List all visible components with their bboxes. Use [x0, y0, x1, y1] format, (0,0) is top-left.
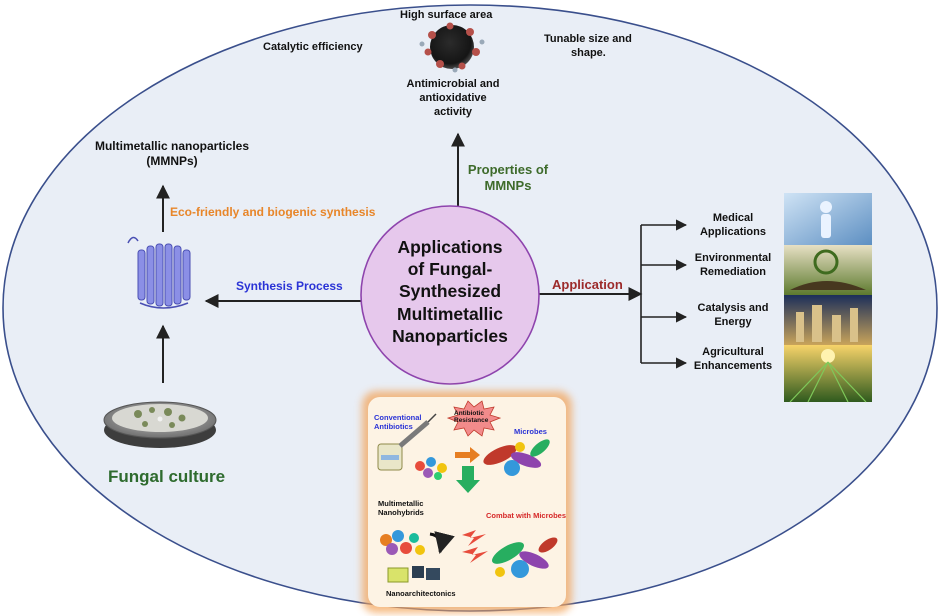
tunable-size-label: Tunable size and shape.: [544, 33, 632, 61]
nanoparticle-icon: [419, 22, 485, 73]
synthesis-process-label: Synthesis Process: [236, 279, 343, 293]
application-item-agricultural: Agricultural Enhancements: [688, 346, 778, 374]
microbes-icon-bottom: [492, 537, 558, 578]
application-item-line: Catalysis and: [697, 302, 769, 314]
orange-arrow-icon: [455, 447, 480, 463]
mmnp-line: (MMNPs): [146, 154, 198, 168]
application-item-line: Energy: [714, 315, 752, 328]
combat-label: Combat with Microbes: [486, 511, 567, 520]
lightning-icon: [462, 530, 488, 563]
nanoarchitectonics-label: Nanoarchitectonics: [386, 589, 456, 598]
antibiotic-resistance-label: Antibiotic Resistance: [454, 410, 489, 425]
antimicrobial-line: antioxidative: [419, 91, 487, 104]
center-title: Applications of Fungal- Synthesized Mult…: [362, 236, 538, 347]
properties-branch-label: Properties of MMNPs: [460, 162, 556, 195]
application-branch-label: Application: [552, 277, 623, 292]
application-bracket: [640, 219, 688, 369]
microbes-icon-top: [483, 439, 550, 476]
antimicrobial-line: Antimicrobial and: [406, 78, 500, 90]
tunable-line: Tunable size and: [544, 33, 632, 45]
mmnp-line: Multimetallic nanoparticles: [94, 139, 250, 153]
center-title-line: Nanoparticles: [392, 325, 508, 346]
inset-line: Antibiotics: [374, 421, 413, 431]
application-item-line: Environmental: [694, 252, 772, 264]
inset-line: Resistance: [454, 417, 489, 425]
nanoarchitectonics-icon: [387, 566, 440, 583]
properties-line: Properties of: [467, 162, 549, 177]
inset-line: Conventional: [374, 413, 422, 422]
nanohybrids-icon: [380, 530, 425, 555]
application-item-line: Medical: [712, 212, 754, 224]
center-title-line: Synthesized: [398, 281, 502, 302]
mmnp-label: Multimetallic nanoparticles (MMNPs): [84, 139, 260, 169]
center-circle: [360, 205, 540, 385]
curved-arrow-icon: [429, 531, 455, 555]
fungal-culture-label: Fungal culture: [108, 467, 226, 486]
catalytic-efficiency-label: Catalytic efficiency: [263, 41, 363, 53]
antimicrobial-label: Antimicrobial and antioxidative activity: [388, 78, 518, 119]
pills-icon: [415, 457, 447, 480]
application-item-environmental: Environmental Remediation: [688, 252, 778, 280]
protein-barrel-icon: [127, 236, 191, 309]
center-title-line: Applications: [397, 237, 503, 257]
application-item-line: Applications: [699, 225, 766, 238]
application-item-line: Agricultural: [702, 346, 764, 358]
high-surface-area-label: High surface area: [400, 9, 493, 21]
application-images: [784, 193, 872, 403]
tunable-line: shape.: [571, 46, 606, 59]
center-title-line: of Fungal-: [407, 259, 493, 280]
application-item-line: Remediation: [699, 265, 766, 278]
inset-line: Antibiotic: [454, 410, 484, 417]
application-item-catalysis: Catalysis and Energy: [688, 302, 778, 330]
syringe-icon: [377, 413, 437, 471]
eco-friendly-label: Eco-friendly and biogenic synthesis: [170, 205, 376, 219]
antimicrobial-line: activity: [434, 105, 472, 118]
green-arrow-icon: [456, 466, 480, 493]
properties-line: MMNPs: [484, 178, 532, 194]
conventional-antibiotics-label: Conventional Antibiotics: [374, 413, 422, 431]
center-title-line: Multimetallic: [397, 303, 503, 324]
microbes-label: Microbes: [514, 427, 547, 436]
inset-line: Nanohybrids: [378, 507, 424, 517]
resistance-burst: [446, 400, 502, 437]
application-item-medical: Medical Applications: [688, 212, 778, 240]
petri-dish-icon: [103, 401, 217, 448]
application-item-line: Enhancements: [693, 359, 773, 372]
nanohybrids-label: Multimetallic Nanohybrids: [378, 499, 424, 517]
inset-line: Multimetallic: [378, 499, 424, 508]
inset-panel: [362, 391, 572, 613]
